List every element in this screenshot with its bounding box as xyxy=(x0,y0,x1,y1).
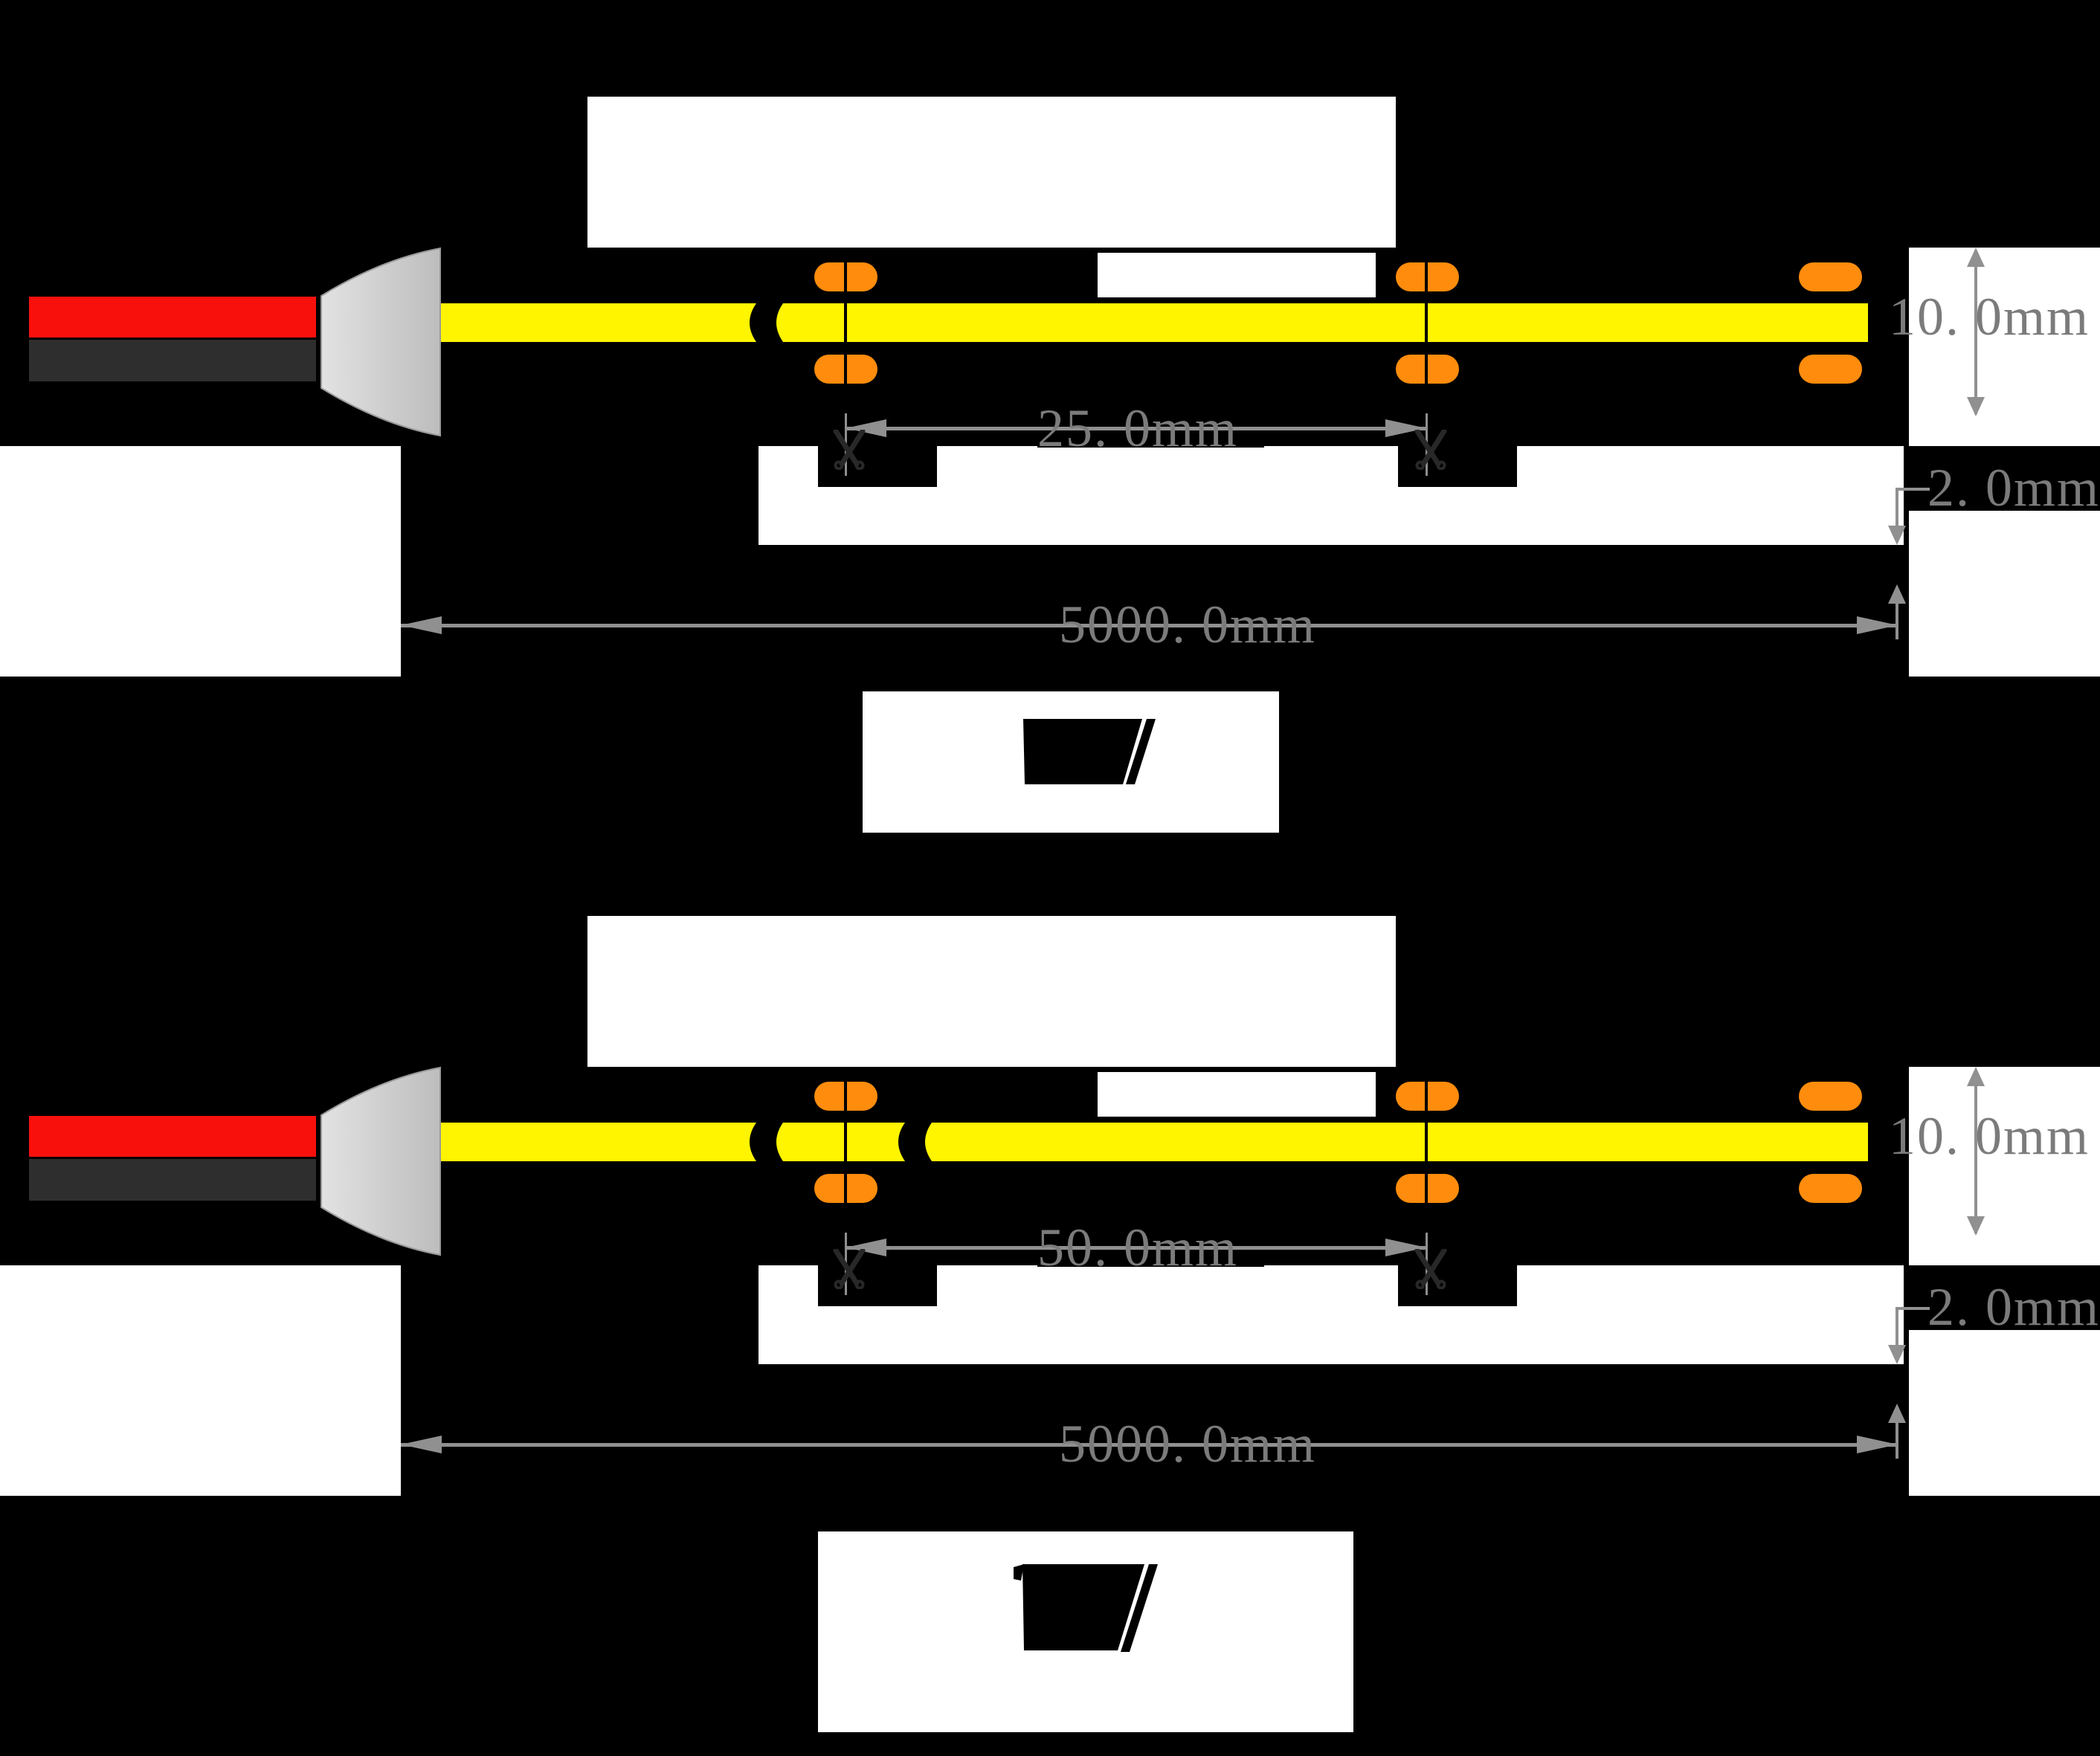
caption-top-voltage-label: 12V xyxy=(1019,716,1160,787)
cut-line xyxy=(1425,260,1428,387)
right-arrow-icon xyxy=(1857,1436,1898,1453)
strip-side-view-bar xyxy=(401,545,1898,587)
backdrop-panel xyxy=(0,446,401,677)
cob-led-emitting-strip xyxy=(440,303,1868,342)
left-arrow-icon xyxy=(401,616,442,634)
strip-break-mark xyxy=(750,1120,785,1164)
down-arrow-icon xyxy=(1888,526,1906,545)
up-arrow-icon xyxy=(1888,1404,1906,1423)
left-arrow-icon xyxy=(401,1436,442,1453)
reel-length-dimension-line xyxy=(401,1443,1898,1447)
width-dimension-label: 10. 0mm xyxy=(1888,287,2090,346)
thickness-dimension-label: 2. 0mm xyxy=(1927,1277,2100,1337)
up-arrow-icon xyxy=(1888,584,1906,604)
caption-text: 24V xyxy=(1014,1560,1162,1653)
cut-spacing-dimension-label: 50. 0mm xyxy=(1037,1218,1238,1277)
solder-pad xyxy=(1799,1174,1862,1203)
caption-bottom-voltage-label: 24V xyxy=(1014,1560,1162,1653)
caption-blob-shape xyxy=(1023,719,1156,784)
end-cap xyxy=(321,1066,441,1256)
dimension-text-pocket xyxy=(1037,416,1264,448)
cut-segment-window xyxy=(1095,250,1379,300)
solder-pad xyxy=(1799,1082,1862,1111)
left-arrow-icon xyxy=(846,419,886,437)
backdrop-panel xyxy=(758,1265,1904,1364)
right-arrow-icon xyxy=(1857,616,1898,634)
thickness-dimension-line xyxy=(1896,1308,1898,1346)
width-dimension-line xyxy=(1974,1071,1977,1233)
thickness-dimension-line xyxy=(1896,488,1898,527)
wire-end-block xyxy=(6,1108,30,1208)
backdrop-panel xyxy=(1909,1067,2100,1265)
up-arrow-icon xyxy=(1967,248,1985,267)
scissors-icon xyxy=(833,430,866,470)
backdrop-panel xyxy=(1909,511,2100,677)
end-cap xyxy=(321,247,441,437)
backdrop-panel xyxy=(1909,1330,2100,1496)
width-dimension-label: 10. 0mm xyxy=(1888,1106,2090,1166)
strip-break-mark xyxy=(898,1120,934,1164)
solder-pad xyxy=(1799,355,1862,384)
negative-wire-black xyxy=(27,1157,318,1203)
backdrop-panel xyxy=(0,1265,401,1496)
cut-line xyxy=(1425,1079,1428,1206)
down-arrow-icon xyxy=(1967,397,1985,416)
positive-wire-red xyxy=(27,1114,318,1159)
thickness-leader-line xyxy=(1896,1307,1930,1310)
thickness-dimension-label: 2. 0mm xyxy=(1927,458,2100,517)
cut-spacing-dimension-label: 25. 0mm xyxy=(1037,398,1238,458)
diagram-bottom-24v-strip: 50. 0mm 5000. 0mm 2. 0mm 10. 0mm xyxy=(0,819,2100,1756)
scissors-icon xyxy=(1414,430,1447,470)
backdrop-panel xyxy=(758,446,1904,545)
down-arrow-icon xyxy=(1888,1345,1906,1364)
left-arrow-icon xyxy=(846,1239,886,1256)
cut-spacing-dimension-line xyxy=(846,1246,1426,1250)
scissors-icon xyxy=(833,1249,866,1289)
cut-line xyxy=(844,1079,847,1206)
positive-wire-red xyxy=(27,294,318,340)
thickness-leader-line xyxy=(1896,488,1930,491)
dimension-text-pocket xyxy=(1037,1236,1264,1267)
reel-length-dimension-label: 5000. 0mm xyxy=(1058,1414,1316,1473)
reel-length-dimension-line xyxy=(401,624,1898,627)
backdrop-panel xyxy=(587,97,1396,248)
caption-text: 12V xyxy=(1019,716,1160,787)
reel-length-dimension-label: 5000. 0mm xyxy=(1058,595,1316,654)
strip-side-view-bar xyxy=(401,1364,1898,1407)
caption-blob-shape xyxy=(1014,1564,1158,1652)
solder-pad xyxy=(1799,262,1862,291)
negative-wire-black xyxy=(27,338,318,384)
thickness-dimension-line xyxy=(1896,1423,1898,1459)
cut-spacing-dimension-line xyxy=(846,427,1426,430)
scissors-icon xyxy=(1414,1249,1447,1289)
width-dimension-line xyxy=(1974,251,1977,414)
wire-end-block xyxy=(6,288,30,389)
backdrop-panel xyxy=(1909,248,2100,446)
backdrop-panel xyxy=(587,916,1396,1067)
thickness-dimension-line xyxy=(1896,604,1898,639)
strip-break-mark xyxy=(750,300,785,345)
down-arrow-icon xyxy=(1967,1216,1985,1236)
cob-led-emitting-strip xyxy=(440,1123,1868,1161)
cut-line xyxy=(844,260,847,387)
up-arrow-icon xyxy=(1967,1067,1985,1086)
cut-segment-window xyxy=(1095,1069,1379,1120)
